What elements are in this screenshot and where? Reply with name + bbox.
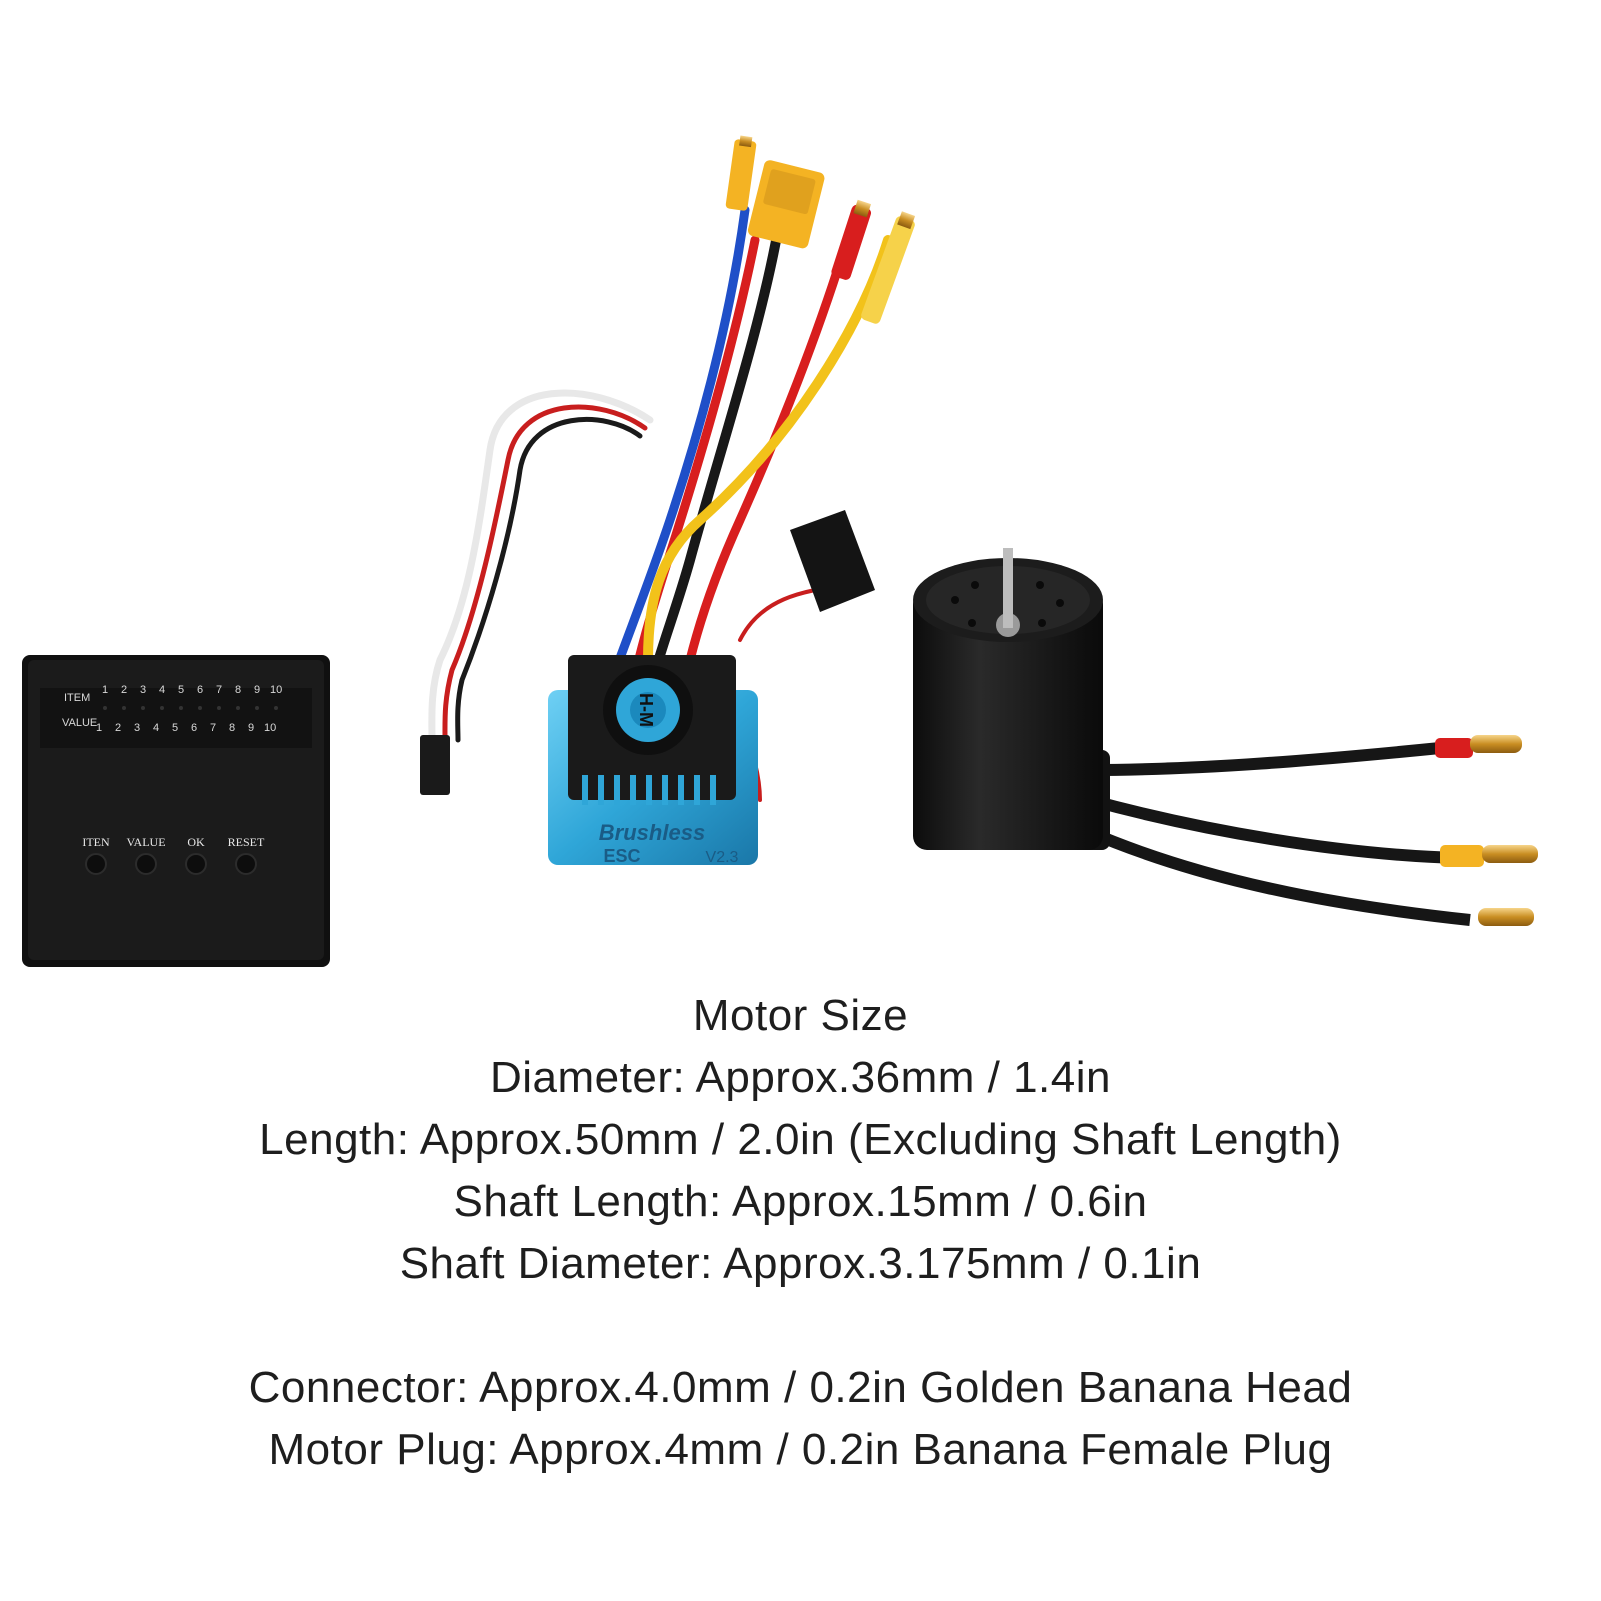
card-value-number: 1 — [96, 722, 102, 734]
gold-connector-icon — [1482, 845, 1538, 863]
card-item-label: ITEM — [64, 692, 90, 704]
card-item-number: 7 — [216, 684, 222, 696]
motor-lead-yellow-sleeve — [1440, 845, 1484, 867]
esc-brand-label: Brushless — [599, 820, 705, 845]
card-item-number: 6 — [197, 684, 203, 696]
esc-connectors — [420, 135, 916, 795]
card-item-number: 4 — [159, 684, 165, 696]
gold-connector-icon — [1478, 908, 1534, 926]
card-value-number: 4 — [153, 722, 159, 734]
card-button-label: OK — [187, 835, 205, 849]
esc-unit: H-M Brushless ESC V2.3 — [548, 655, 758, 866]
spec-caption: Motor Size Diameter: Approx.36mm / 1.4in… — [0, 985, 1601, 1481]
product-photo: ITEM VALUE 1 2 3 4 5 6 7 8 9 10 1 2 3 4 … — [22, 135, 1538, 967]
card-value-number: 3 — [134, 722, 140, 734]
esc-version-label: V2.3 — [706, 849, 739, 866]
spec-line-diameter: Diameter: Approx.36mm / 1.4in — [490, 1053, 1111, 1102]
card-button-value[interactable]: VALUE — [126, 835, 166, 875]
card-item-number: 10 — [270, 684, 282, 696]
spec-line-length: Length: Approx.50mm / 2.0in (Excluding S… — [259, 1115, 1342, 1164]
card-button-iten[interactable]: ITEN — [82, 835, 110, 875]
card-value-number: 5 — [172, 722, 178, 734]
card-value-number: 6 — [191, 722, 197, 734]
card-button-label: ITEN — [82, 835, 110, 849]
spec-line-motor-plug: Motor Plug: Approx.4mm / 0.2in Banana Fe… — [268, 1425, 1333, 1474]
card-item-numbers: 1 2 3 4 5 6 7 8 9 10 — [102, 684, 282, 696]
brushless-motor — [913, 548, 1538, 926]
xt60-plug — [747, 160, 825, 249]
card-button-ok[interactable]: OK — [185, 835, 207, 875]
card-value-number: 7 — [210, 722, 216, 734]
card-item-number: 8 — [235, 684, 241, 696]
card-value-label: VALUE — [62, 717, 97, 729]
card-value-numbers: 1 2 3 4 5 6 7 8 9 10 — [96, 722, 276, 734]
card-item-number: 2 — [121, 684, 127, 696]
fan-label: H-M — [636, 693, 656, 727]
spec-line-shaft-diameter: Shaft Diameter: Approx.3.175mm / 0.1in — [399, 1239, 1202, 1288]
spec-line-connector: Connector: Approx.4.0mm / 0.2in Golden B… — [248, 1363, 1353, 1412]
card-button-reset[interactable]: RESET — [228, 835, 265, 875]
card-value-number: 8 — [229, 722, 235, 734]
esc-type-label: ESC — [603, 846, 640, 866]
gold-connector-icon — [1470, 735, 1522, 753]
card-leds — [103, 706, 278, 710]
card-item-number: 1 — [102, 684, 108, 696]
spec-line-shaft-length: Shaft Length: Approx.15mm / 0.6in — [453, 1177, 1148, 1226]
card-button-label: VALUE — [126, 835, 165, 849]
card-item-number: 9 — [254, 684, 260, 696]
card-value-number: 9 — [248, 722, 254, 734]
programming-card: ITEM VALUE 1 2 3 4 5 6 7 8 9 10 1 2 3 4 … — [22, 655, 330, 967]
motor-lead-red-sleeve — [1435, 738, 1473, 758]
card-item-number: 5 — [178, 684, 184, 696]
specs-heading: Motor Size — [692, 991, 909, 1040]
card-value-number: 10 — [264, 722, 276, 734]
spacer — [0, 1295, 1601, 1357]
card-value-number: 2 — [115, 722, 121, 734]
card-item-number: 3 — [140, 684, 146, 696]
card-button-label: RESET — [228, 835, 265, 849]
